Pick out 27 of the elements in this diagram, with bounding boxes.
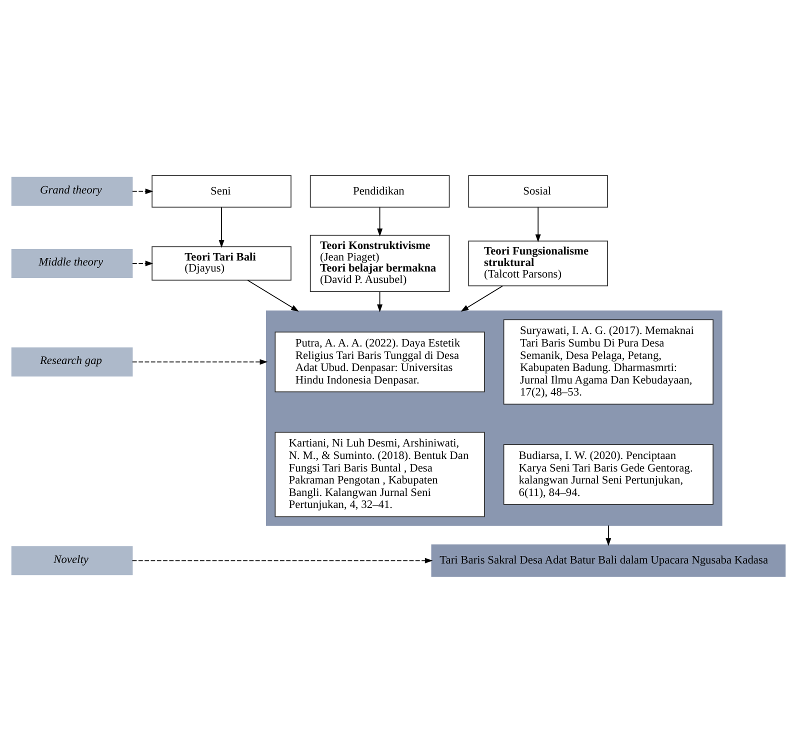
node-box: Teori Tari Bali (Djayus) bbox=[152, 246, 292, 280]
node-box: Sosial bbox=[468, 174, 608, 208]
node-box: Tari Baris Sakral Desa Adat Batur Bali dalam Upacara Ngusaba Kadasa bbox=[431, 544, 786, 576]
arrow bbox=[606, 524, 612, 546]
arrow bbox=[218, 206, 224, 248]
node-box: Research gap bbox=[11, 346, 133, 376]
arrow bbox=[247, 279, 299, 312]
arrow bbox=[132, 188, 154, 194]
arrow bbox=[535, 206, 541, 242]
cluster bbox=[266, 310, 722, 526]
node-box: Teori Konstruktivisme (Jean Piaget) Teori belajar bermakna (David P. Ausubel) bbox=[310, 234, 450, 292]
node-box: Budiarsa, I. W. (2020). Penciptaan Karya Seni Tari Baris Gede Gentorag. kalangwan Jurnal Seni Pertunjukan, 6(11), 84–94. bbox=[503, 444, 714, 504]
node-box: Teori Fungsionalisme struktural (Talcott Parsons) bbox=[468, 240, 608, 286]
arrow bbox=[377, 206, 383, 236]
node-box: Middle theory bbox=[11, 248, 133, 278]
arrow bbox=[132, 358, 268, 364]
node-box: Suryawati, I. A. G. (2017). Memaknai Tari Baris Sumbu Di Pura Desa Semanik, Desa Pelaga, Petang, Kabupaten Badung. Dharmasmrti: Jurnal Ilmu Agama Dan Kebudayaan, 17(2), 48–53. bbox=[503, 318, 714, 404]
arrow bbox=[132, 557, 433, 563]
node-box: Pendidikan bbox=[310, 174, 450, 208]
arrow bbox=[460, 285, 503, 312]
node-box: Kartiani, Ni Luh Desmi, Arshiniwati, N. M., & Suminto. (2018). Bentuk Dan Fungsi Tari Baris Buntal , Desa Pakraman Pengotan , Kabupaten Bangli. Kalangwan Jurnal Seni Pertunjukan, 4, 32–41. bbox=[274, 431, 485, 517]
arrow bbox=[132, 260, 154, 266]
node-box: Putra, A. A. A. (2022). Daya Estetik Religius Tari Baris Tunggal di Desa Adat Ubud. Denpasar: Universitas Hindu Indonesia Denpasar. bbox=[274, 331, 485, 392]
arrow bbox=[377, 290, 383, 312]
node-box: Novelty bbox=[11, 546, 133, 575]
node-box: Grand theory bbox=[11, 176, 133, 206]
node-box: Seni bbox=[152, 174, 292, 208]
